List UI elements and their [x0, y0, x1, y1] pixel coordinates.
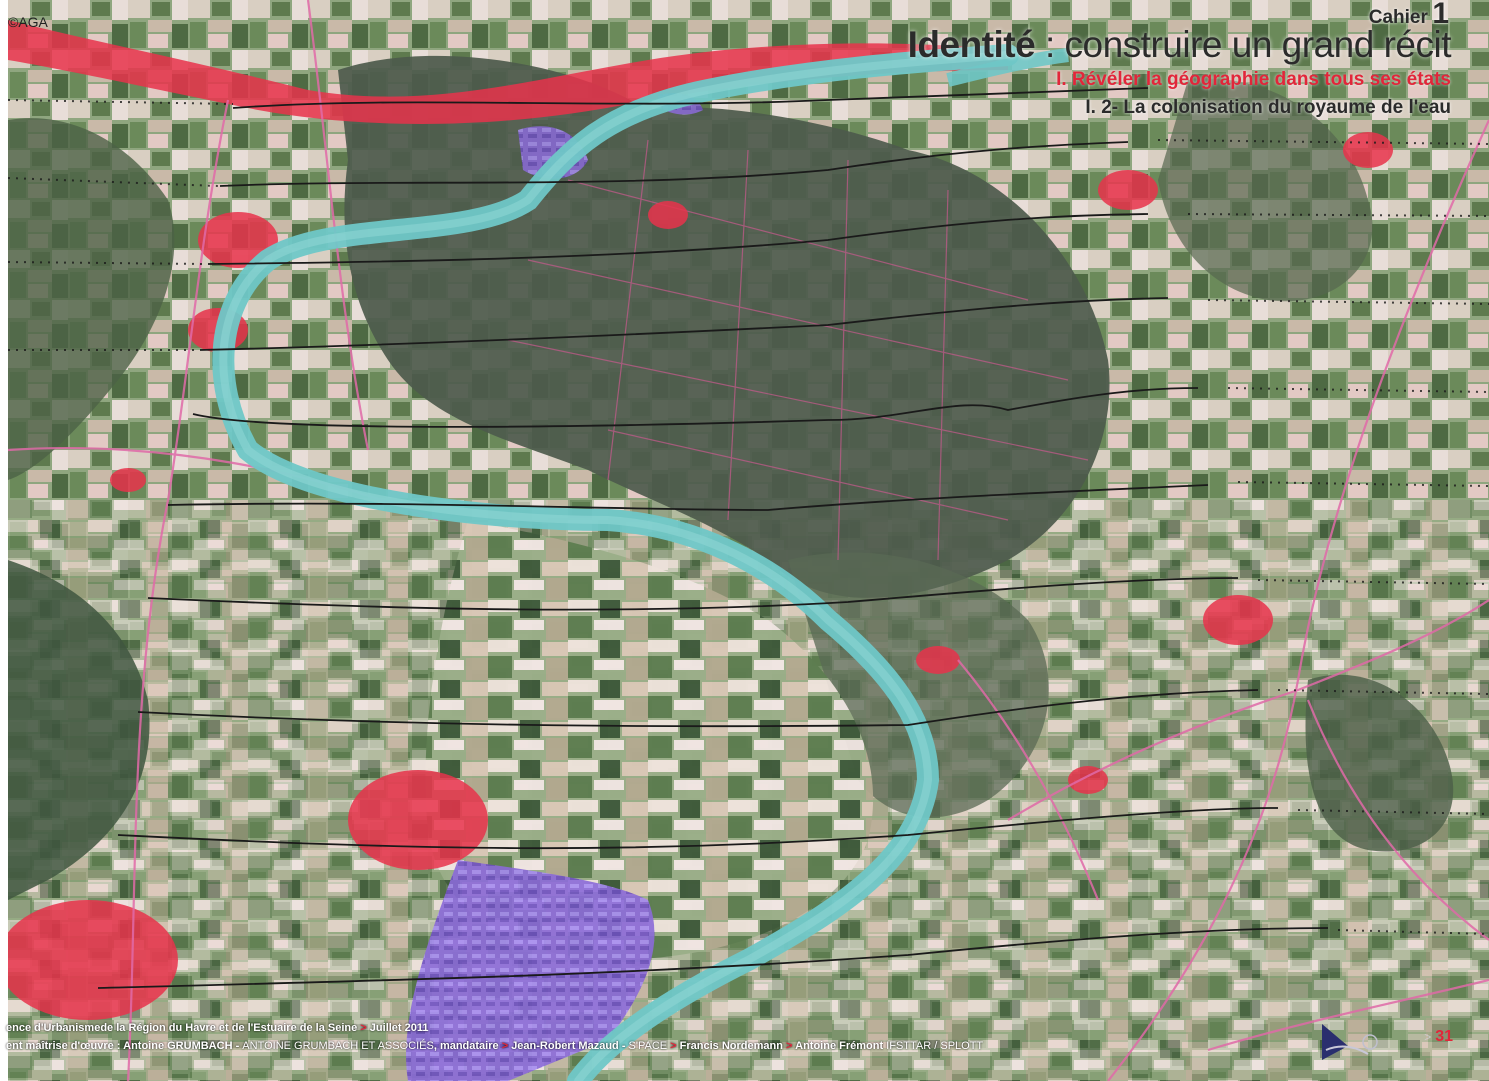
footer-firm-space: S'PACE: [628, 1040, 668, 1052]
cahier-label: Cahier 1: [1369, 0, 1449, 29]
footer-agency: ence d'Urbanismede la Région du Havre et…: [6, 1022, 358, 1034]
footer-separator: >: [357, 1022, 370, 1034]
copyright-notice: ©AGA: [8, 14, 48, 30]
footer-separator-3: >: [782, 1040, 796, 1052]
footer-separator-1: >: [498, 1040, 512, 1052]
footer-credits-line2: ent maîtrise d'œuvre : Antoine GRUMBACH …: [6, 1040, 983, 1052]
aerial-map: [8, 0, 1489, 1081]
footer-mandataire: , mandataire: [433, 1040, 499, 1052]
footer-name-fremont: Antoine Frémont: [795, 1040, 884, 1052]
logo-icon: [1322, 1024, 1378, 1060]
page-number: >31: [1424, 1028, 1453, 1046]
title-rest: : construire un grand récit: [1035, 24, 1452, 65]
footer-dash-1: -: [232, 1040, 243, 1052]
cahier-number: 1: [1432, 0, 1449, 30]
footer-team-label: ent maîtrise d'œuvre : Antoine: [6, 1040, 168, 1052]
footer-name-nordemann: Francis Nordemann: [679, 1040, 783, 1052]
footer-name-grumbach: GRUMBACH: [167, 1040, 233, 1052]
page-title: Identité : construire un grand récit: [907, 24, 1452, 66]
footer-credits-line1: ence d'Urbanismede la Région du Havre et…: [6, 1022, 429, 1034]
cahier-word: Cahier: [1368, 7, 1428, 28]
subsection-title: I. 2- La colonisation du royaume de l'ea…: [1085, 97, 1451, 118]
footer-separator-2: >: [667, 1040, 680, 1052]
page-number-value: 31: [1435, 1028, 1453, 1045]
page-prefix: >: [1424, 1030, 1432, 1044]
footer-firm-ifsttar: IFSTTAR / SPLOTT: [883, 1040, 984, 1052]
section-title: I. Révéler la géographie dans tous ses é…: [1056, 69, 1451, 90]
title-strong: Identité: [907, 24, 1036, 65]
footer-firm-grumbach: ANTOINE GRUMBACH ET ASSOCIÉS: [242, 1040, 434, 1052]
footer-dash-2: -: [618, 1040, 629, 1052]
footer-name-mazaud: Jean-Robert Mazaud: [511, 1040, 619, 1052]
footer-date: Juillet 2011: [369, 1022, 429, 1034]
